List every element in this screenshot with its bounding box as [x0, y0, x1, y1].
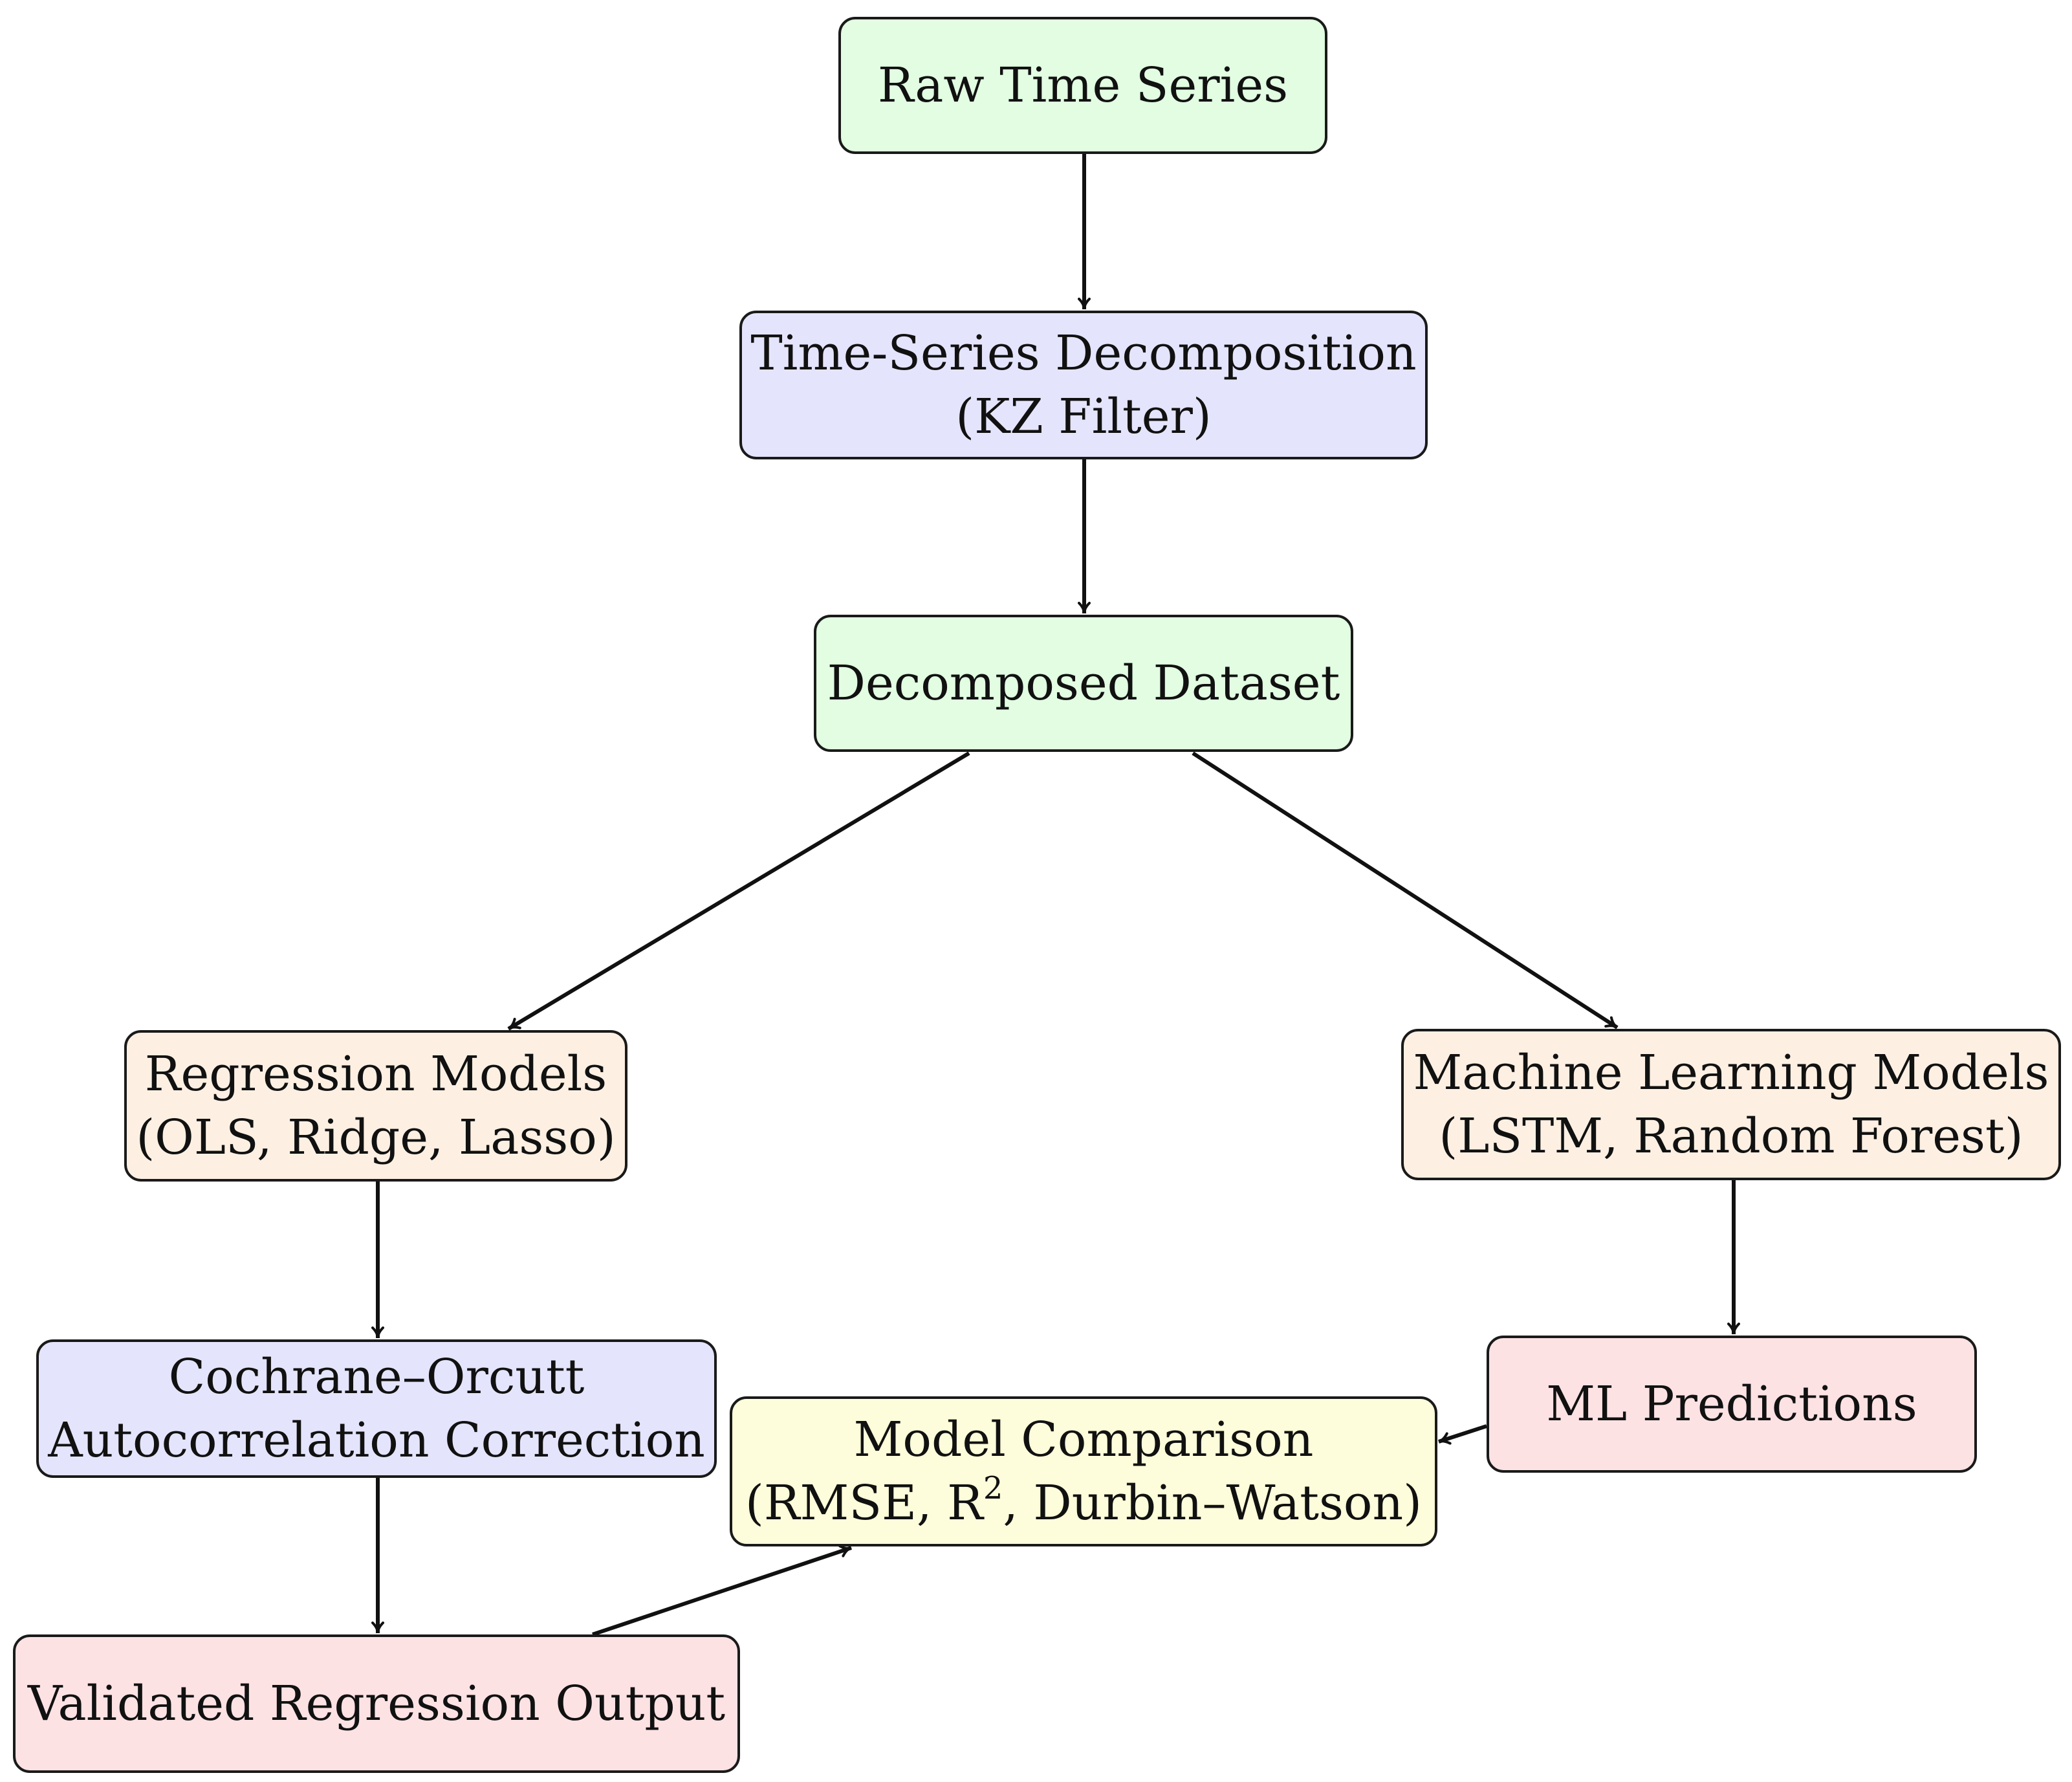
node-machine-learning-models: Machine Learning Models (LSTM, Random Fo…: [1401, 1029, 2061, 1180]
node-sublabel: Autocorrelation Correction: [48, 1413, 705, 1468]
node-label: Cochrane–Orcutt: [168, 1349, 585, 1405]
arrow-dataset-to-regression: [507, 751, 970, 1031]
arrow-dataset-to-ml: [1192, 751, 1619, 1029]
node-label: ML Predictions: [1546, 1376, 1917, 1432]
node-label: Decomposed Dataset: [827, 655, 1340, 711]
arrow-mlpred-to-compare: [1438, 1424, 1487, 1445]
node-label: Machine Learning Models: [1413, 1045, 2049, 1101]
node-regression-models: Regression Models (OLS, Ridge, Lasso): [124, 1030, 627, 1182]
node-sublabel: (LSTM, Random Forest): [1439, 1108, 2023, 1164]
node-label: Model Comparison: [853, 1412, 1314, 1468]
node-sublabel: (KZ Filter): [955, 389, 1212, 445]
metric-text: , Durbin–Watson): [1003, 1475, 1423, 1531]
node-ml-predictions: ML Predictions: [1487, 1336, 1977, 1473]
node-time-series-decomposition: Time-Series Decomposition (KZ Filter): [739, 311, 1428, 459]
node-label: Time-Series Decomposition: [750, 325, 1417, 381]
node-label: Regression Models: [144, 1046, 607, 1102]
node-model-comparison: Model Comparison (RMSE, R2, Durbin–Watso…: [730, 1396, 1437, 1546]
node-label: Raw Time Series: [877, 58, 1289, 113]
node-label: Validated Regression Output: [27, 1676, 726, 1732]
superscript: 2: [983, 1470, 1003, 1507]
arrow-validated-to-compare: [592, 1545, 852, 1636]
node-cochrane-orcutt-correction: Cochrane–Orcutt Autocorrelation Correcti…: [36, 1339, 717, 1478]
node-decomposed-dataset: Decomposed Dataset: [814, 615, 1353, 752]
metric-text: (RMSE, R: [745, 1475, 983, 1531]
node-raw-time-series: Raw Time Series: [838, 17, 1327, 154]
node-validated-regression-output: Validated Regression Output: [13, 1634, 740, 1773]
node-sublabel: (RMSE, R2, Durbin–Watson): [745, 1471, 1422, 1535]
node-sublabel: (OLS, Ridge, Lasso): [136, 1110, 616, 1165]
